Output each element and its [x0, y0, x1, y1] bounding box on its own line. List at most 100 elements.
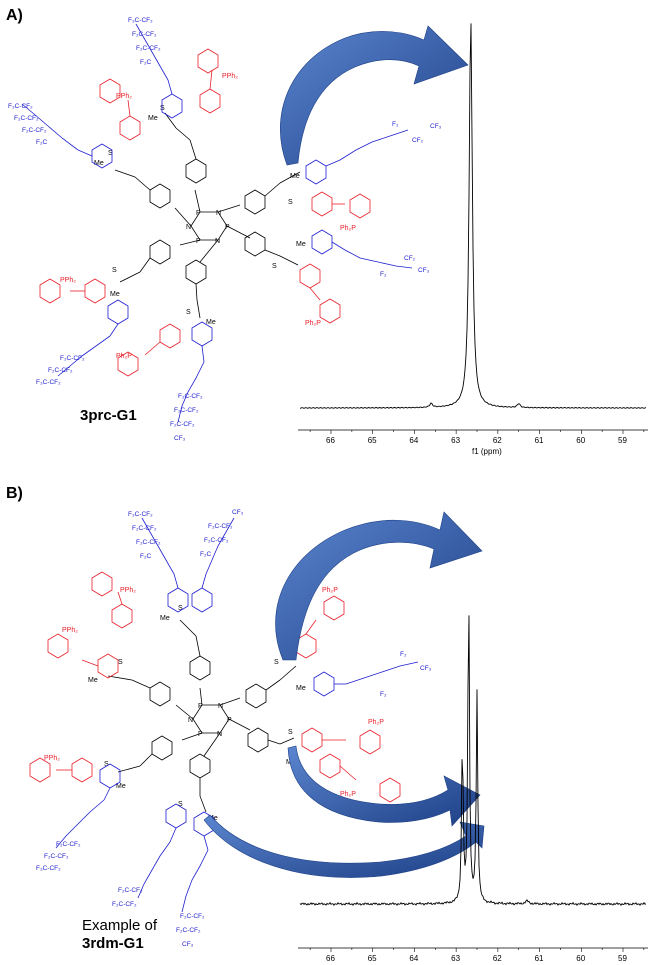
fluorinated-arms — [55, 517, 419, 913]
tick-label: 63 — [451, 954, 460, 963]
f2c-cf2-label: F₂C-CF₂ — [178, 393, 203, 400]
atom-me: Me — [94, 160, 104, 167]
spectrum-b-trace — [299, 615, 647, 906]
phosphine-labels: PPh₂ PPh₂ Ph₂P Ph₂P PPh₂ Ph₂P — [60, 73, 356, 360]
f2c-cf2-label: F₂C-CF₂ — [174, 407, 199, 414]
f2c-cf2-label: F₂C-CF₂ — [170, 421, 195, 428]
core-atom-n: N — [217, 731, 222, 738]
tick-label: 60 — [576, 954, 585, 963]
core-atoms: P N P N P N — [188, 703, 232, 738]
f2c-cf2-label: F₂C-CF₂ — [44, 853, 69, 860]
atom-s: S — [274, 659, 279, 666]
atom-s: S — [108, 150, 113, 157]
f2-label: F₂ — [400, 651, 407, 658]
f2-label: F₂ — [380, 691, 387, 698]
atom-me: Me — [206, 319, 216, 326]
cf2-label: CF₂ — [412, 137, 424, 144]
arrow-b-top — [275, 511, 483, 661]
pph2-label: PPh₂ — [60, 277, 76, 284]
atom-s: S — [178, 801, 183, 808]
atom-s: S — [160, 105, 165, 112]
f2c-cf2-label: F₂C-CF₂ — [180, 913, 205, 920]
tick-label: 64 — [409, 436, 418, 445]
atom-me: Me — [296, 685, 306, 692]
f3c-cf2-label: F₃C-CF₂ — [36, 379, 61, 386]
core-atom-n: N — [186, 224, 191, 231]
core-atom-p: P — [198, 731, 203, 738]
fluorinated-labels: F₃C-CF₂ F₂C-CF₂ F₂C-CF₂ F₂C F₃C-CF₂ F₂C-… — [8, 17, 442, 442]
atom-me: Me — [88, 677, 98, 684]
pph2-label: PPh₂ — [120, 587, 136, 594]
core-atom-n: N — [218, 703, 223, 710]
f3c-cf2-label: F₃C-CF₂ — [8, 103, 33, 110]
compound-prefix-b: Example of — [82, 917, 158, 934]
phosphine-labels: PPh₂ PPh₂ Ph₂P Ph₂P PPh₂ Ph₂P — [44, 587, 384, 798]
arrow-b-middle — [287, 745, 481, 827]
panel-b: B) P N P N P N S M — [6, 485, 648, 963]
f2c-cf2-label: F₂C-CF₂ — [14, 115, 39, 122]
tick-label: 62 — [493, 436, 502, 445]
f2-label: F₂ — [392, 121, 399, 128]
ph2p-label: Ph₂P — [340, 225, 356, 232]
phosphine-arms — [39, 48, 371, 377]
core-atoms: P N P N P N — [186, 210, 230, 245]
ph2p-label: Ph₂P — [322, 587, 338, 594]
f2c-cf2-label: F₂C-CF₂ — [56, 841, 81, 848]
f2c-cf2-label: F₂C-CF₂ — [48, 367, 73, 374]
f3c-cf2-label: F₃C-CF₂ — [36, 865, 61, 872]
core-atom-n: N — [188, 717, 193, 724]
fluorinated-arms — [21, 23, 413, 423]
tick-label: 66 — [326, 436, 335, 445]
f2c-cf2-label: F₂C-CF₂ — [204, 537, 229, 544]
phosphine-arms — [29, 571, 401, 803]
pph2-label: PPh₂ — [116, 93, 132, 100]
linker-labels: S Me Me S Me S Me S Me S Me S — [94, 105, 306, 326]
tick-label: 59 — [618, 954, 627, 963]
atom-s: S — [178, 605, 183, 612]
f2c-label: F₂C — [200, 551, 211, 558]
atom-s: S — [288, 199, 293, 206]
tick-label: 61 — [535, 954, 544, 963]
tick-label: 62 — [493, 954, 502, 963]
molecule-3rdm-g1: P N P N P N S Me Me S Me S — [29, 509, 432, 948]
fluorinated-labels: F₃C-CF₂ F₂C-CF₂ F₂C-CF₂ F₂C CF₃ F₂C-CF₂ … — [36, 509, 432, 948]
f2c-cf2-label: F₂C-CF₂ — [132, 525, 157, 532]
tick-label: 65 — [368, 954, 377, 963]
compound-name-b: 3rdm-G1 — [82, 935, 144, 952]
f2c-cf2-label: F₂C-CF₂ — [136, 45, 161, 52]
cf2-label: CF₂ — [404, 255, 416, 262]
atom-s: S — [118, 659, 123, 666]
atom-me: Me — [148, 115, 158, 122]
tick-label: 60 — [576, 436, 585, 445]
cf3-label: CF₃ — [174, 435, 186, 442]
core-atom-p: P — [198, 703, 203, 710]
f2c-label: F₂C — [140, 59, 151, 66]
core-atom-p: P — [196, 238, 201, 245]
arrow-b-bottom — [203, 814, 485, 878]
cf3-label: CF₃ — [418, 267, 430, 274]
f2c-label: F₂C — [36, 139, 47, 146]
compound-name-a: 3prc-G1 — [80, 407, 137, 424]
arrow-a — [280, 25, 469, 166]
ph2p-label: Ph₂P — [340, 791, 356, 798]
f2c-cf2-label: F₂C-CF₂ — [132, 31, 157, 38]
core-atom-n: N — [216, 210, 221, 217]
cf3-label: CF₃ — [430, 123, 442, 130]
atom-me: Me — [296, 241, 306, 248]
tick-label: 61 — [535, 436, 544, 445]
tick-label: 65 — [368, 436, 377, 445]
cf3-label: CF₃ — [182, 941, 194, 948]
core-linkers — [114, 112, 301, 319]
atom-s: S — [272, 263, 277, 270]
ph2p-label: Ph₂P — [116, 353, 132, 360]
f2c-cf2-label: F₂C-CF₂ — [22, 127, 47, 134]
panel-a: A) P N P N P N — [6, 7, 648, 456]
atom-me: Me — [110, 291, 120, 298]
tick-label: 64 — [409, 954, 418, 963]
atom-s: S — [288, 729, 293, 736]
